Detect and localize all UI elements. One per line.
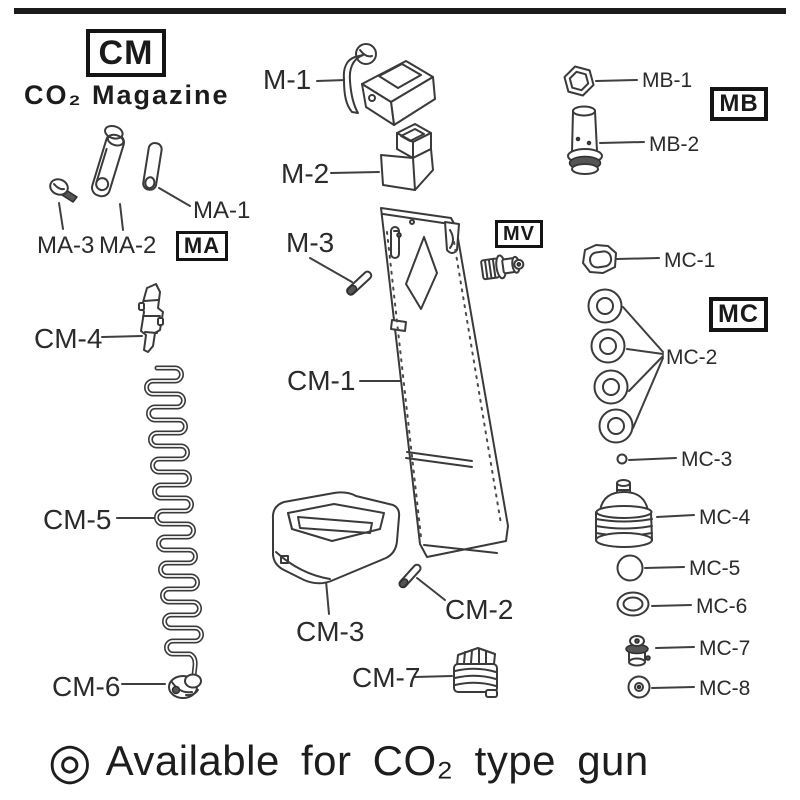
part-cm5-drawing	[144, 365, 204, 678]
part-m2-drawing	[380, 123, 434, 191]
part-mc6-drawing	[616, 591, 650, 617]
part-label-m2: M-2	[281, 158, 330, 189]
leader-lines	[58, 79, 695, 689]
part-label-mc3: MC-3	[681, 448, 733, 471]
leader-line-ma3	[58, 202, 64, 230]
diagram-title: CO₂ Magazine	[24, 80, 230, 110]
part-cm1-drawing	[380, 207, 509, 558]
leader-line-mc6	[651, 604, 692, 607]
leader-line-mc2-d	[632, 357, 664, 429]
part-label-mb2: MB-2	[649, 133, 700, 156]
part-mc7-drawing	[625, 635, 651, 667]
leader-line-mc1	[616, 257, 660, 260]
part-cm2-drawing	[398, 563, 422, 589]
part-mc2-drawing	[587, 288, 634, 444]
part-mb1-drawing	[563, 65, 595, 97]
part-label-mc8: MC-8	[699, 677, 751, 700]
part-label-ma3: MA-3	[37, 232, 95, 259]
part-m1-drawing	[342, 43, 436, 126]
part-cm4-drawing	[138, 283, 164, 353]
leader-line-mc2-c	[628, 355, 664, 392]
part-ma2-drawing	[91, 124, 125, 198]
part-cm3-drawing	[271, 491, 401, 585]
footer-note: ◎ Available for CO₂ type gun	[48, 736, 649, 786]
footer-text: Available for CO₂ type gun	[105, 737, 649, 784]
part-label-mc6: MC-6	[696, 595, 748, 618]
top-border-rule	[14, 8, 786, 14]
leader-line-mb2	[599, 141, 645, 144]
part-mb2-drawing	[567, 105, 603, 175]
part-label-mb1: MB-1	[642, 69, 693, 92]
part-label-cm3: CM-3	[296, 616, 365, 647]
bullseye-icon: ◎	[48, 733, 92, 789]
leader-line-mc8	[651, 686, 695, 689]
leader-line-m1	[316, 79, 347, 82]
leader-line-mc5	[644, 566, 685, 569]
part-label-mc7: MC-7	[699, 637, 751, 660]
group-box-mb: MB	[710, 87, 768, 121]
leader-line-mc2-b	[626, 348, 664, 355]
part-ma1-drawing	[142, 142, 163, 191]
part-ma3-drawing	[49, 178, 78, 203]
part-cm7-drawing	[453, 647, 498, 698]
part-label-cm5: CM-5	[43, 504, 112, 535]
part-mc5-drawing	[616, 554, 644, 582]
leader-line-cm3	[325, 580, 330, 615]
group-box-mc: MC	[709, 297, 768, 332]
part-mv-drawing	[480, 254, 525, 281]
group-box-mv: MV	[495, 220, 543, 248]
group-box-ma: MA	[176, 231, 228, 261]
leader-line-ma2	[119, 203, 124, 231]
leader-line-mb1	[595, 79, 638, 82]
group-box-cm: CM	[86, 29, 166, 77]
leader-line-m2	[330, 171, 380, 174]
leader-line-mc2-a	[622, 306, 664, 353]
part-mc4-drawing	[595, 479, 653, 548]
leader-line-mc7	[655, 646, 695, 649]
leader-line-cm4	[101, 335, 143, 338]
part-label-mc1: MC-1	[664, 249, 716, 272]
part-label-ma1: MA-1	[193, 197, 251, 224]
part-mc1-drawing	[582, 244, 617, 274]
part-label-m1: M-1	[263, 64, 312, 95]
leader-line-cm7	[414, 675, 453, 678]
part-label-cm2: CM-2	[445, 594, 514, 625]
part-label-ma2: MA-2	[99, 232, 157, 259]
part-mc8-drawing	[627, 675, 651, 699]
part-label-cm7: CM-7	[352, 662, 421, 693]
leader-line-mc4	[656, 514, 695, 518]
part-mc3-drawing	[616, 453, 628, 465]
leader-line-mc3	[628, 457, 677, 461]
part-label-cm6: CM-6	[52, 671, 121, 702]
part-m3-drawing	[346, 270, 373, 296]
part-cm6-drawing	[168, 673, 202, 699]
part-label-cm4: CM-4	[34, 323, 103, 354]
part-label-mc4: MC-4	[699, 506, 751, 529]
part-label-mc2: MC-2	[666, 346, 718, 369]
leader-line-cm2	[416, 577, 446, 601]
part-label-cm1: CM-1	[287, 365, 356, 396]
leader-line-m3	[309, 257, 353, 283]
leader-line-ma1	[158, 187, 191, 207]
part-label-m3: M-3	[286, 227, 335, 258]
part-label-mc5: MC-5	[689, 557, 741, 580]
